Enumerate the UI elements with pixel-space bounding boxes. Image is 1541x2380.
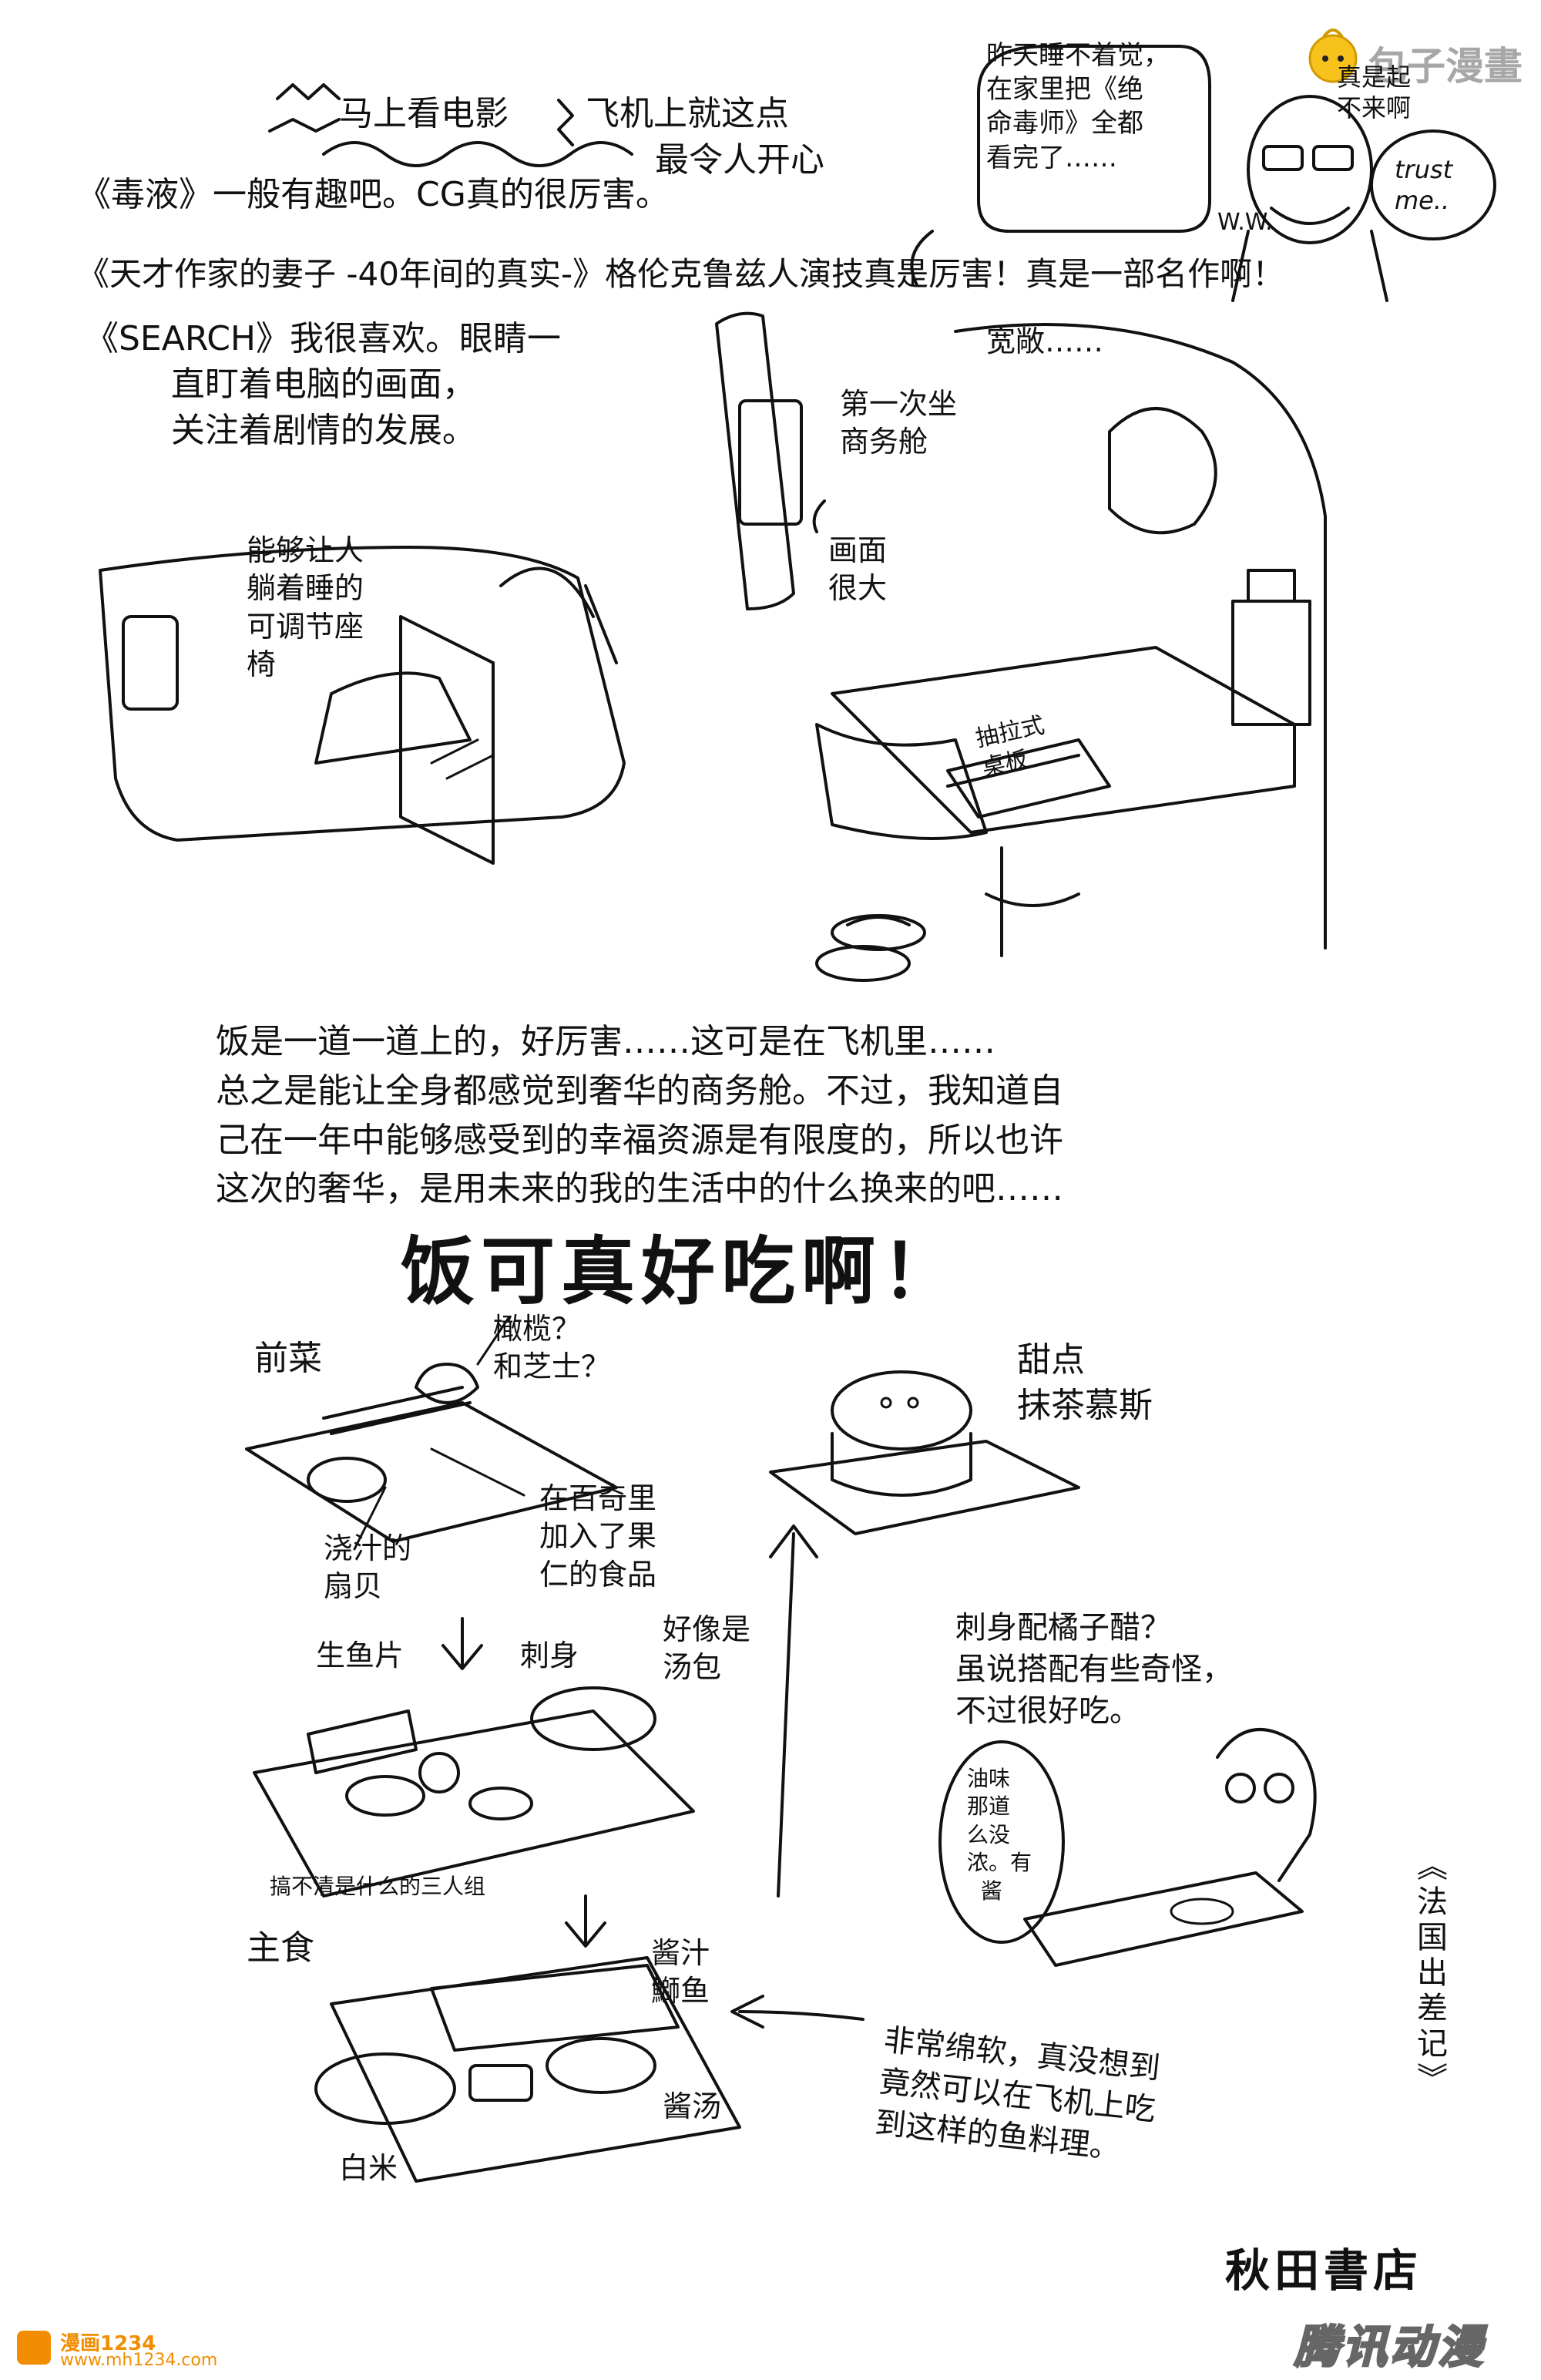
banner-right-text-1: 飞机上就这点 [586,94,789,133]
label-olive: 橄榄？ 和芝士？ [493,1312,611,1384]
headline-food-is-good: 饭可真好吃啊！ [401,1229,962,1315]
watermark-brand: 漫画1234 [60,2332,156,2355]
arrow-up-to-dessert [769,1524,818,1898]
bun-logo-icon [1308,29,1358,83]
label-raw-fish: 生鱼片 [316,1639,405,1672]
trust-me-bubble [1370,129,1496,240]
label-soup-bun: 好像是 汤包 [663,1612,751,1685]
dessert-sketch [769,1370,1080,1535]
movie-venom: 《毒液》一般有趣吧。CG真的很厉害。 [77,175,670,214]
appetizer-tray-sketch [245,1316,618,1551]
banner-wavy-line [322,141,633,167]
character-eating-sketch [1023,1728,1317,1967]
banner-zigzag-right [557,99,574,146]
roomy-label: 宽敞…… [986,324,1104,358]
business-cabin-sketch [715,311,1327,982]
bottom-left-watermark: 漫画1234 www.mh1234.com [17,2328,248,2374]
banner-zigzag-left [268,83,341,133]
ww-label: W.W. [1217,209,1273,236]
bottom-right-watermark: 腾讯动漫 [1264,2304,1510,2375]
arrow-left-to-fish [730,1995,865,2029]
label-biscotti: 在百奇里 加入了果 仁的食品 [539,1481,657,1592]
label-oil-bubble: 油味 那道 么没 浓。有 酱 [967,1766,1032,1904]
watermark-url: www.mh1234.com [60,2351,218,2370]
reclining-seat-sketch [99,546,626,865]
first-time-label: 第一次坐 商务舱 [840,387,958,459]
main-paragraph: 饭是一道一道上的，好厉害……这可是在飞机里…… 总之是能让全身都感觉到奢华的商务… [216,1022,1063,1209]
label-trio: 搞不清是什么的三人组 [270,1874,486,1899]
movie-search: 《SEARCH》我很喜欢。眼睛一 直盯着电脑的画面， 关注着剧情的发展。 [85,319,562,450]
screen-big-label: 画面 很大 [828,533,888,606]
label-main: 主食 [247,1928,314,1968]
watermark-top-text: 包子漫畫 [1368,44,1523,89]
label-scallop: 浇汁的 扇贝 [324,1531,412,1604]
arrow-down-1 [441,1617,483,1670]
side-cant-get-up: 真是起 不来啊 [1337,62,1412,123]
thought-bubble [977,45,1211,233]
label-yellowtail: 酱汁 鰤鱼 [651,1936,710,2009]
main-course-tray-sketch [314,1956,741,2183]
label-sashimi: 刺身 [520,1639,579,1672]
watermark-bottom-right-text: 腾讯动漫 [1293,2320,1486,2375]
ww-face-sketch [1231,95,1388,302]
arrow-left-squiggle [812,230,934,533]
bubble-breaking-bad: 昨天睡不着觉， 在家里把《绝 命毒师》全都 看完了…… [986,40,1170,173]
series-title: 《法国出差记》 [1412,1850,1447,2098]
top-right-watermark: 包子漫畫 [1302,22,1533,91]
banner-left-text: 马上看电影 [339,94,509,133]
label-appetizer: 前菜 [254,1339,322,1378]
label-ponzu: 刺身配橘子醋？ 虽说搭配有些奇怪， 不过很好吃。 [955,1610,1233,1729]
publisher-name: 秋田書店 [1225,2244,1423,2297]
movie-wife: 《天才作家的妻子 -40年间的真实-》格伦克鲁兹人演技真是厉害！真是一部名作啊！ [77,255,1285,293]
sashimi-tray-sketch [253,1686,695,1898]
trust-me-text: trust me.. [1395,155,1453,215]
label-dessert: 甜点 抹茶慕斯 [1017,1340,1153,1426]
banner-right-text-2: 最令人开心 [655,140,824,180]
arrow-down-2 [565,1894,606,1948]
label-rice: 白米 [339,2151,398,2185]
label-miso: 酱汤 [663,2089,722,2123]
seat-note: 能够让人 躺着睡的 可调节座 椅 [247,533,364,682]
oil-bubble-outline [938,1740,1065,1944]
mh-logo-icon [17,2331,51,2365]
